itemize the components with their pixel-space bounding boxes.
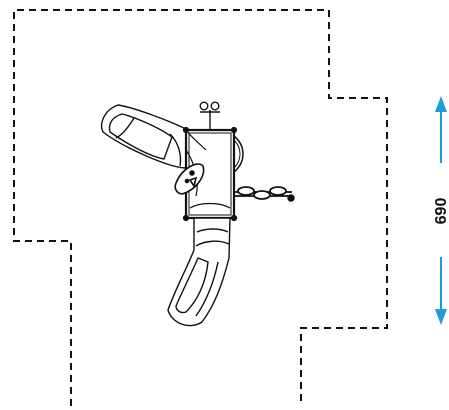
climbing-chain [234, 186, 295, 202]
lower-slide [167, 217, 231, 327]
tower [182, 126, 244, 222]
upper-slide [100, 104, 189, 169]
safety-zone-boundary [13, 9, 388, 406]
steering-wheel [199, 101, 220, 130]
dimension-label: 690 [433, 198, 449, 225]
activity-panel [174, 163, 205, 195]
dimension-arrow: 690 [433, 96, 449, 325]
